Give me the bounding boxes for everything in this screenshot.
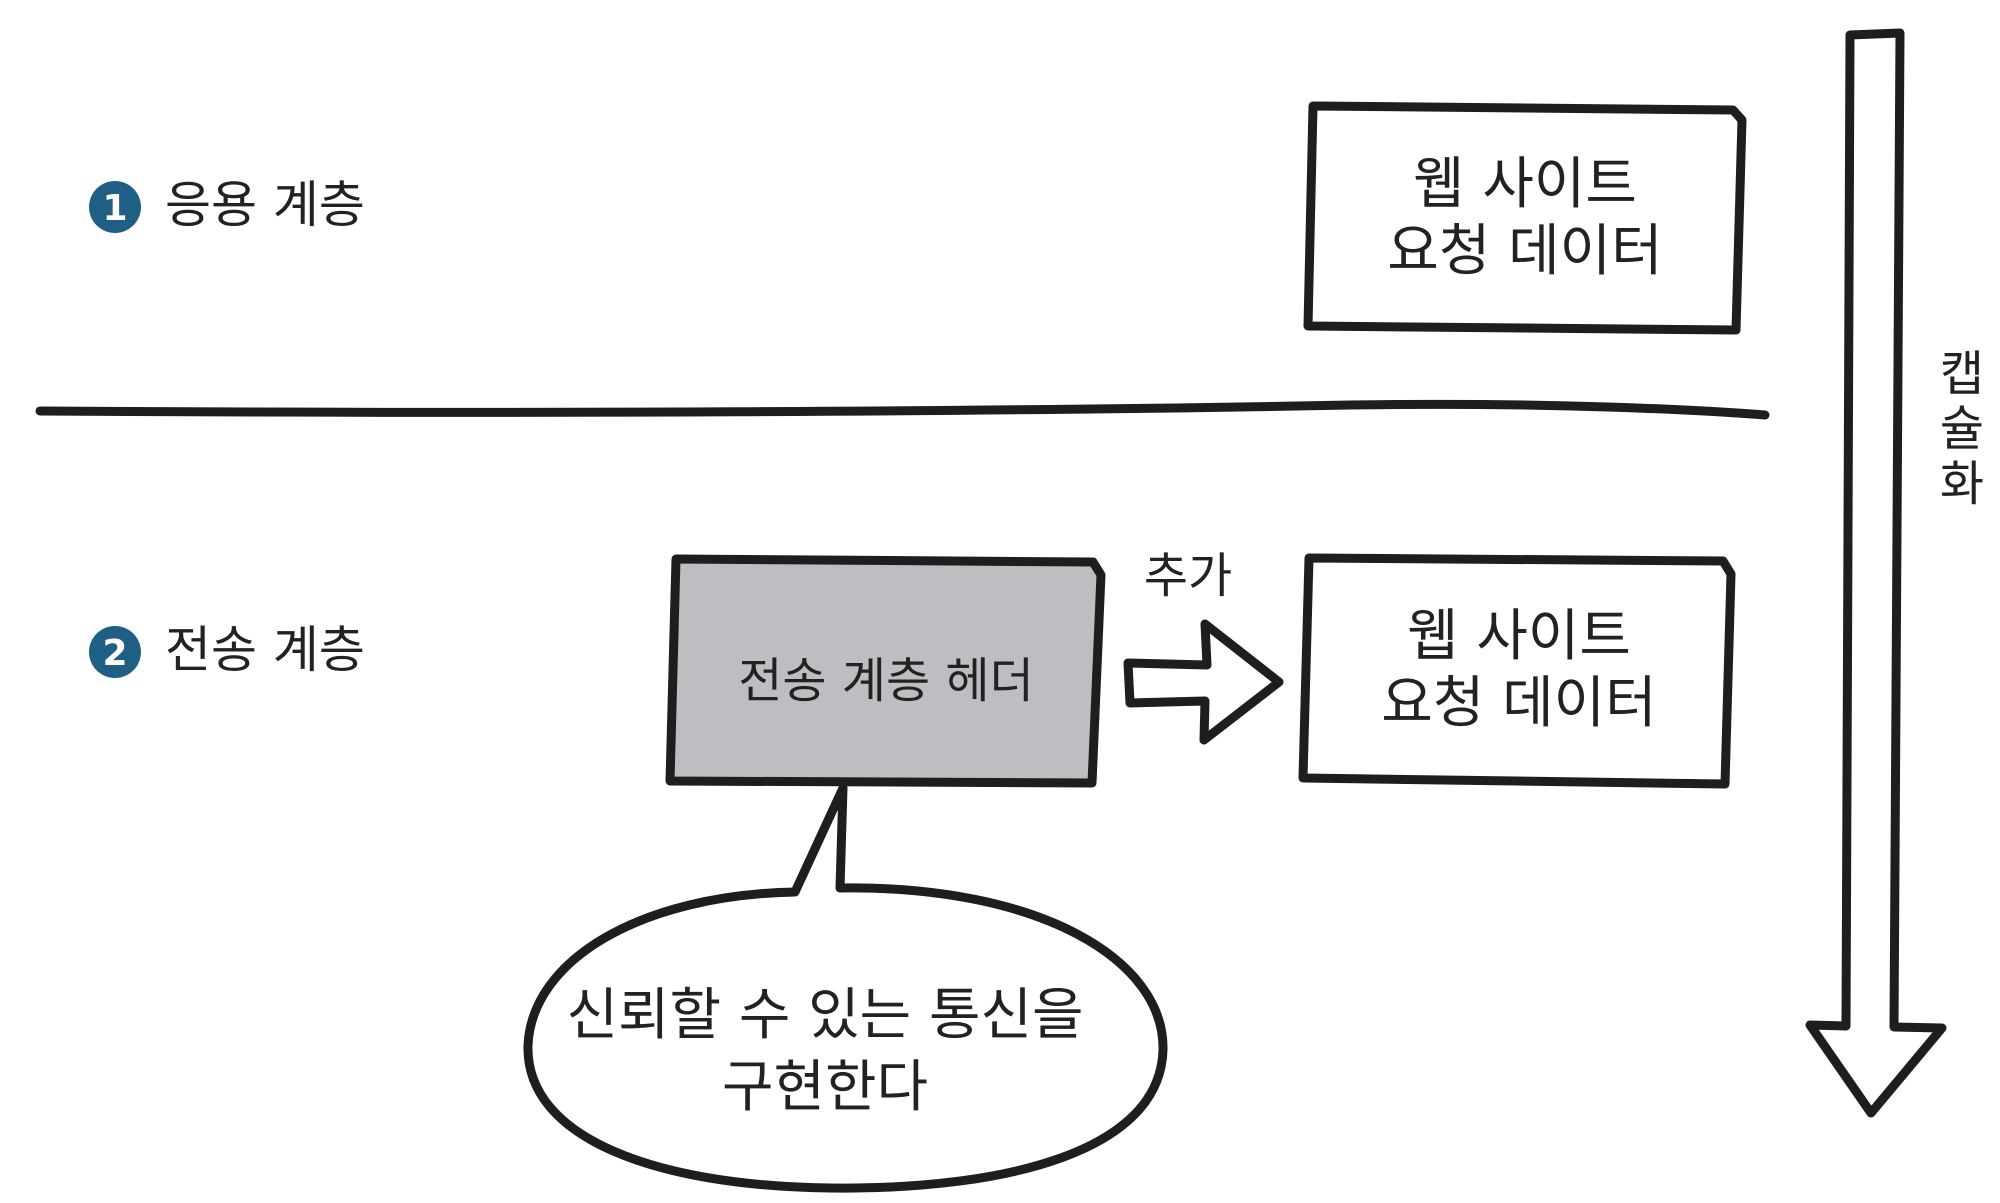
encapsulation-label: 캡 슐 화 — [1940, 346, 1984, 512]
encapsulation-char-2: 슐 — [1940, 401, 1984, 457]
layer-divider — [35, 399, 1770, 420]
application-box-line1: 웹 사이트 — [1413, 152, 1637, 217]
layer-1-badge — [89, 181, 141, 233]
speech-bubble: 신뢰할 수 있는 통신을 구현한다 — [523, 783, 1168, 1193]
encapsulation-arrow — [1805, 28, 1947, 1118]
application-box-line2: 요청 데이터 — [1387, 219, 1662, 284]
transport-header-box: 전송 계층 헤더 — [665, 554, 1106, 788]
transport-data-line1: 웹 사이트 — [1407, 604, 1631, 669]
speech-bubble-line1: 신뢰할 수 있는 통신을 — [566, 983, 1083, 1048]
speech-bubble-line2: 구현한다 — [722, 1055, 928, 1120]
layer-2-name: 전송 계층 — [165, 621, 365, 679]
transport-header-label: 전송 계층 헤더 — [738, 653, 1033, 709]
layer-1-label: 1 응용 계층 — [89, 176, 365, 234]
add-arrow: 추가 — [1123, 548, 1284, 745]
encapsulation-char-3: 화 — [1940, 456, 1984, 512]
layer-1-badge-number: 1 — [102, 188, 127, 229]
layer-2-badge — [89, 626, 141, 678]
add-arrow-label: 추가 — [1144, 548, 1232, 604]
transport-data-box: 웹 사이트 요청 데이터 — [1298, 553, 1736, 789]
layer-2-badge-number: 2 — [102, 633, 127, 674]
encapsulation-char-1: 캡 — [1940, 346, 1984, 402]
application-data-box: 웹 사이트 요청 데이터 — [1303, 101, 1747, 335]
layer-2-label: 2 전송 계층 — [89, 621, 365, 679]
transport-data-line2: 요청 데이터 — [1381, 671, 1656, 736]
layer-1-name: 응용 계층 — [165, 176, 365, 234]
